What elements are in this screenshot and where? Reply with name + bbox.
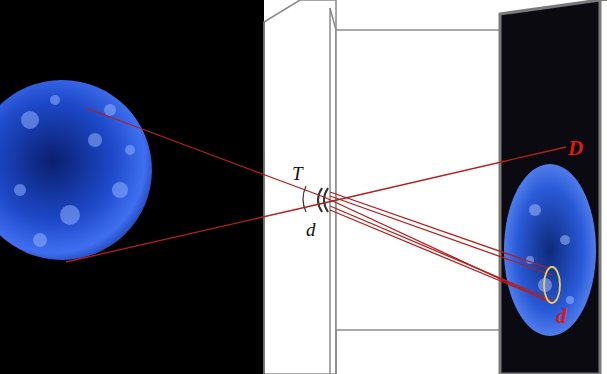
- light-rays: [66, 108, 566, 304]
- box-edge: [329, 8, 331, 374]
- sun: [0, 80, 152, 260]
- sun-texture: [14, 95, 135, 247]
- box-edge: [330, 8, 336, 30]
- box-edge: [263, 22, 265, 374]
- angle-label: T: [292, 164, 303, 183]
- box-interior: [336, 30, 500, 330]
- sun-image: [504, 164, 596, 336]
- aperture-label: d: [306, 220, 316, 239]
- box-edge: [335, 330, 337, 374]
- screen: [500, 0, 600, 374]
- image-size-label: D: [568, 138, 583, 159]
- spot-ellipse: [544, 267, 560, 303]
- camera-wall: [264, 0, 336, 374]
- image-texture: [526, 204, 574, 304]
- box-edge: [600, 0, 607, 1]
- spot-size-label: d: [556, 306, 567, 327]
- pinhole: [324, 188, 328, 212]
- pinhole: [318, 188, 322, 212]
